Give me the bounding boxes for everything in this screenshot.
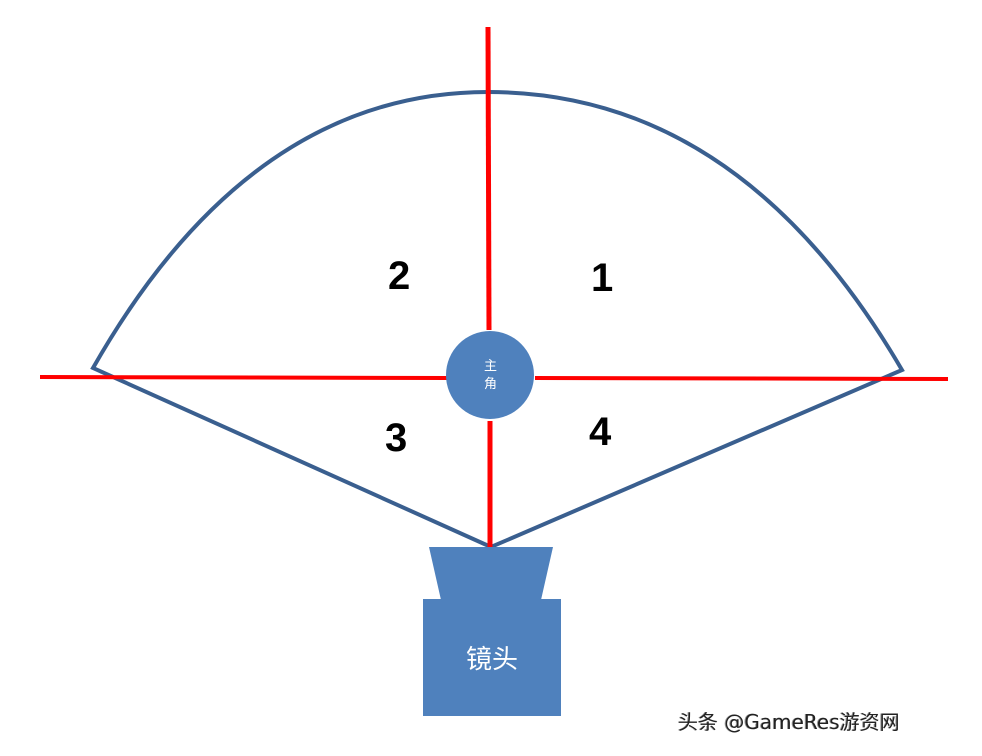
quadrant-label-1: 1 [591, 256, 614, 300]
hero-circle [446, 331, 534, 419]
quadrant-label-3: 3 [385, 416, 408, 460]
hero-label-line1: 主 [483, 358, 497, 374]
hero-label: 主 角 [447, 332, 534, 419]
watermark: 头条 @GameRes游资网 [678, 710, 900, 734]
quadrant-label-4: 4 [589, 410, 612, 454]
camera-label: 镜头 [465, 645, 518, 675]
camera-lens-shape [429, 547, 553, 600]
vertical-axis-top [485, 26, 492, 331]
quadrant-label-2: 2 [388, 254, 411, 298]
hero-label-line2: 角 [483, 376, 497, 392]
view-fan-outline [90, 89, 905, 550]
horizontal-axis-right [534, 376, 949, 381]
camera-body-shape [423, 599, 561, 716]
horizontal-axis-left [39, 375, 448, 380]
